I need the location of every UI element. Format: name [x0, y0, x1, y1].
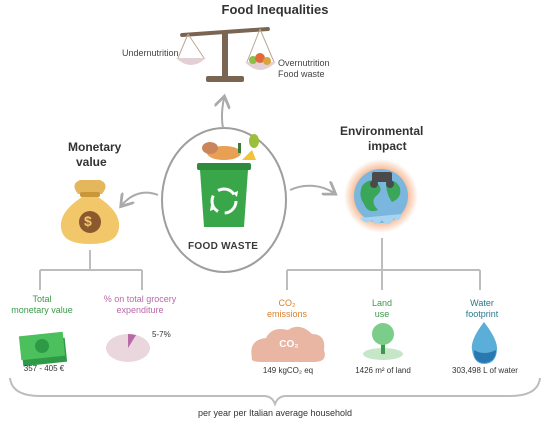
monetary-heading-line1: Monetary [68, 140, 122, 154]
food-waste-label: Food waste [278, 69, 325, 79]
co2-cloud-icon [251, 326, 325, 362]
footer-brace [9, 377, 541, 407]
monetary-heading-line2: value [76, 155, 107, 169]
banknote-icon [18, 331, 68, 367]
pie-chart-icon [106, 334, 150, 362]
co2-label-line2: emissions [266, 309, 307, 319]
food-icon [202, 134, 259, 160]
co2-cloud-text: CO₂ [279, 339, 299, 350]
share-label-line2: expenditure [116, 305, 164, 315]
dollar-sign-icon: $ [84, 213, 92, 229]
environment-bracket [286, 238, 481, 290]
arrow-up [222, 98, 224, 129]
share-label-line1: % on total grocery [103, 294, 177, 304]
co2-value: 149 kgCO₂ eq [262, 366, 314, 375]
total-label-line1: Total [32, 294, 52, 304]
arrow-left [122, 191, 159, 205]
undernutrition-label: Undernutrition [122, 48, 179, 58]
earth-icon [344, 159, 418, 233]
footer-note: per year per Italian average household [197, 408, 353, 418]
share-value: 5-7% [152, 330, 171, 339]
water-label-line2: footprint [465, 309, 499, 319]
center-circle [161, 127, 287, 273]
pie-share-slice [128, 334, 137, 348]
land-label-line2: use [374, 309, 390, 319]
land-use-icon [363, 323, 403, 360]
food-waste-center-label: FOOD WASTE [188, 241, 259, 252]
total-label-line2: monetary value [11, 305, 73, 315]
environment-heading-line1: Environmental [340, 124, 424, 138]
co2-label-line1: CO₂ [278, 298, 296, 308]
page-title: Food Inequalities [221, 2, 329, 17]
water-drop-icon [471, 322, 498, 364]
land-value: 1426 m² of land [355, 366, 411, 375]
water-label-line1: Water [470, 298, 494, 308]
water-value: 303,498 L of water [452, 366, 518, 375]
recycling-bin-icon [197, 163, 251, 227]
monetary-bracket [39, 250, 143, 290]
land-label-line1: Land [371, 298, 393, 308]
balance-scale-icon [176, 27, 276, 82]
total-value: 357 - 405 € [23, 364, 65, 373]
environment-heading-line2: impact [368, 139, 407, 153]
money-bag-icon [60, 180, 120, 244]
overnutrition-label: Overnutrition [278, 58, 330, 68]
arrow-right [289, 186, 334, 193]
